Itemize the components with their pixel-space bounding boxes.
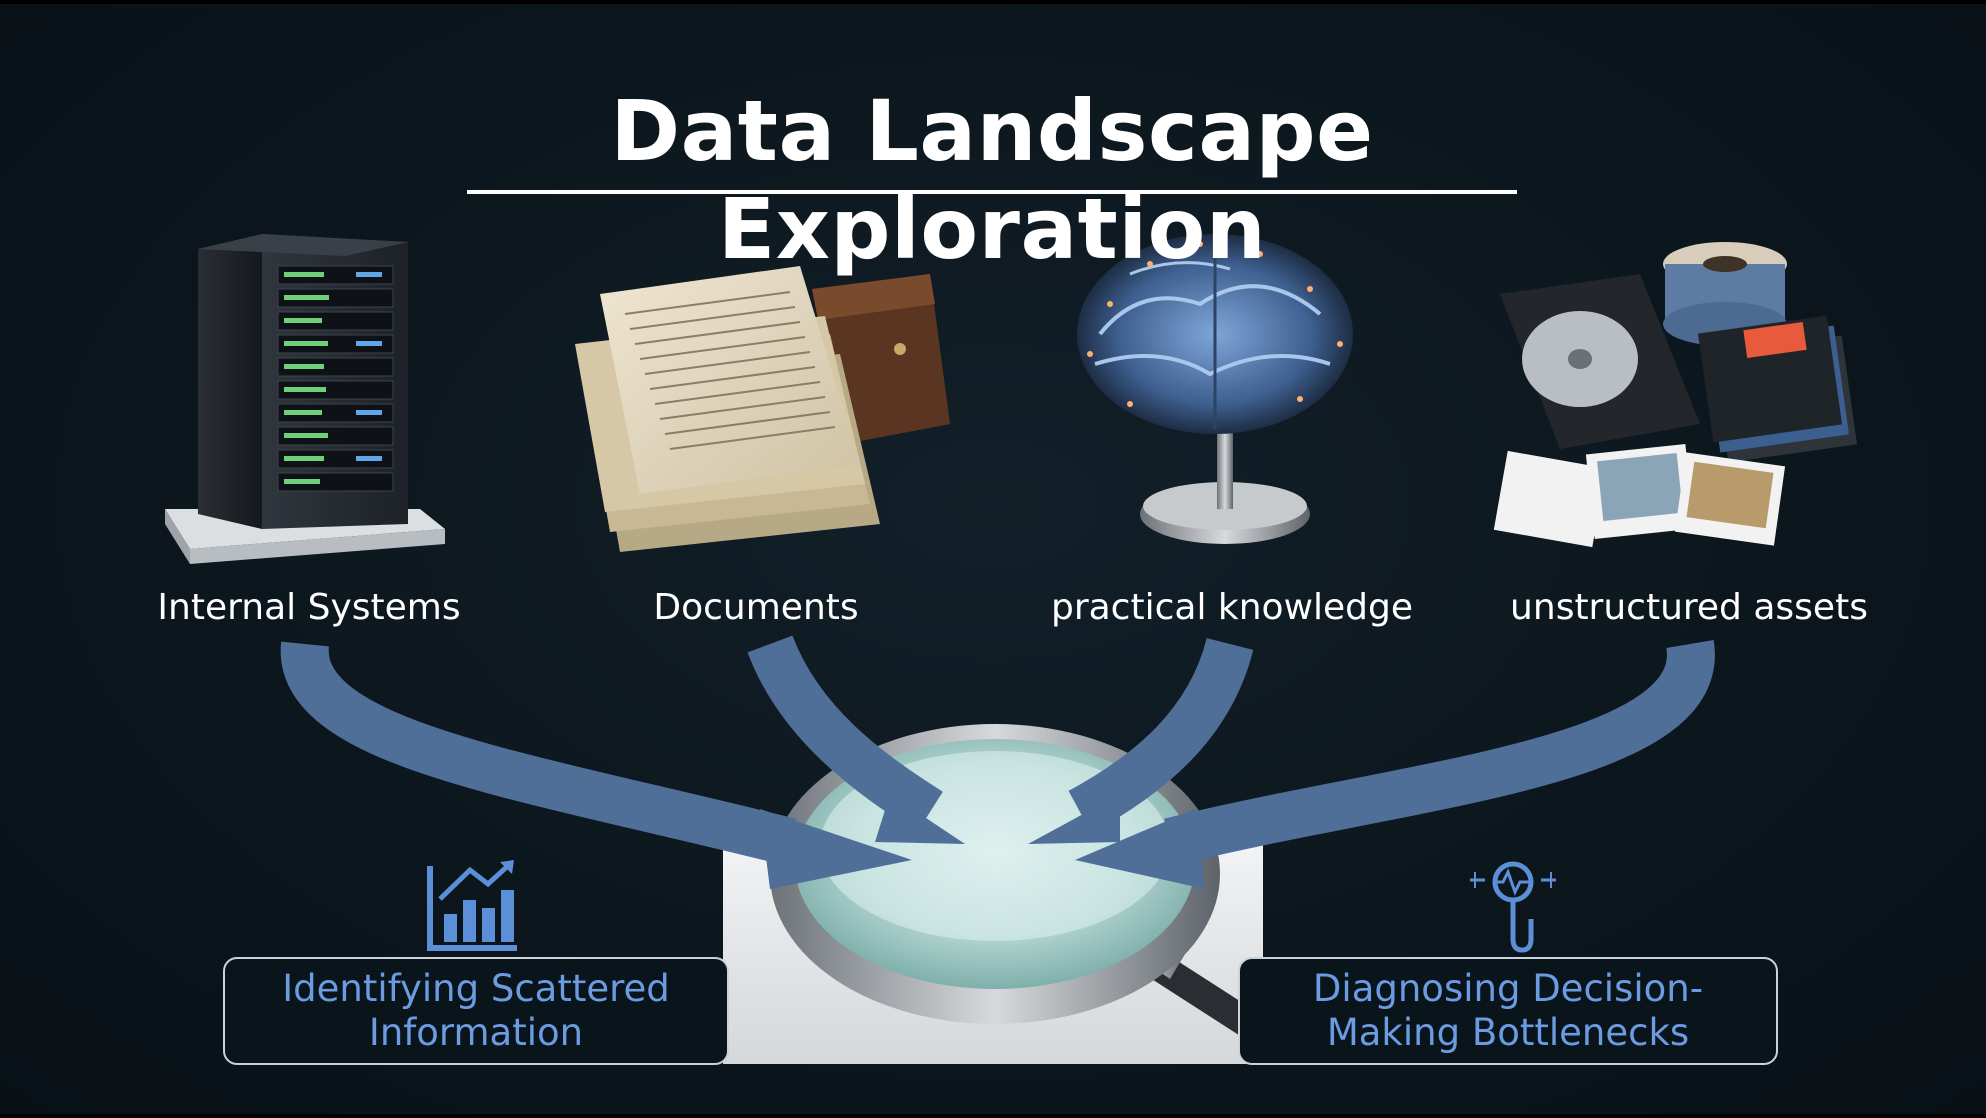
label-documents: Documents — [653, 587, 859, 628]
documents-stack-icon — [575, 266, 950, 552]
callout-scattered-information: Identifying Scattered Information — [223, 957, 729, 1065]
callout-line: Diagnosing Decision- — [1312, 967, 1704, 1010]
label-internal-systems: Internal Systems — [157, 587, 461, 628]
arrow-internal-systems — [280, 641, 796, 866]
callout-line: Making Bottlenecks — [1326, 1011, 1690, 1054]
storage-media-icon — [1493, 242, 1858, 548]
label-practical-knowledge: practical knowledge — [1050, 587, 1414, 628]
arrow-practical-knowledge — [1068, 637, 1254, 834]
callout-decision-bottlenecks: Diagnosing Decision- Making Bottlenecks — [1238, 957, 1778, 1065]
slide-canvas: Data Landscape Exploration Internal Syst… — [0, 4, 1986, 1114]
arrow-documents — [747, 635, 943, 833]
label-unstructured-assets: unstructured assets — [1510, 587, 1868, 628]
callout-line: Identifying Scattered — [282, 967, 670, 1010]
title-underline — [467, 190, 1517, 194]
server-rack-icon — [165, 234, 445, 564]
callout-line: Information — [368, 1011, 584, 1054]
magnifying-glass-icon — [723, 724, 1263, 1064]
bar-chart-trend-icon — [427, 860, 517, 951]
diagram-artwork — [165, 234, 1858, 1064]
diagnostic-probe-icon — [1470, 861, 1556, 953]
arrow-heads — [760, 794, 1205, 889]
arrow-unstructured-assets — [1164, 640, 1715, 866]
page-title: Data Landscape Exploration — [610, 82, 1374, 278]
flow-arrows — [280, 635, 1715, 866]
brain-icon — [1077, 234, 1353, 544]
